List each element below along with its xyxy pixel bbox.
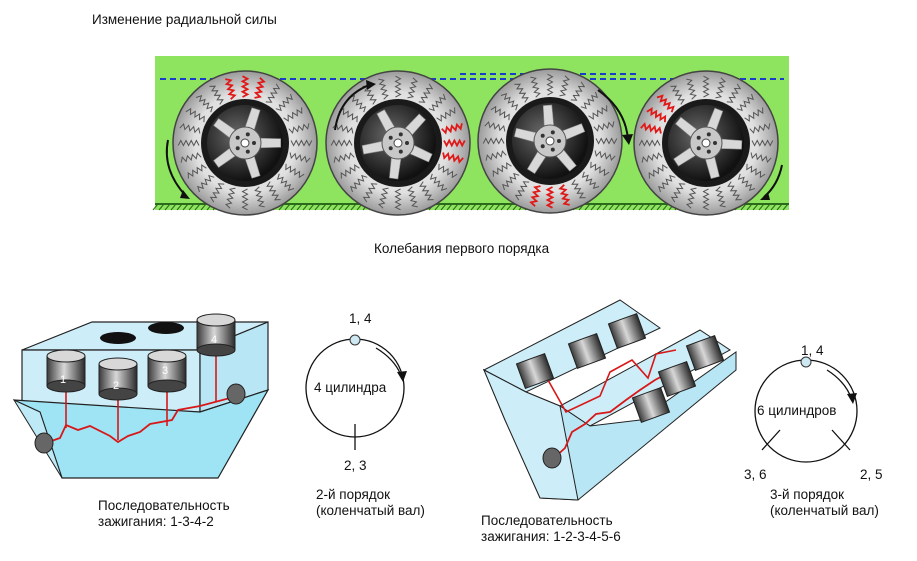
rotation-arrow-4-head <box>760 192 770 200</box>
engine4-piston-2 <box>98 357 138 401</box>
engine-4-cylinder: 1 2 3 4 <box>12 313 270 479</box>
diagram6-caption: 3-й порядок (коленчатый вал) <box>770 487 879 518</box>
diagram4-caption: 2-й порядок (коленчатый вал) <box>316 487 425 518</box>
engine4-bore-2 <box>100 332 136 344</box>
engine4-crankshaft <box>39 395 246 446</box>
diagram4-bottom-label: 2, 3 <box>344 458 367 473</box>
rotation-arrow-2-head <box>366 80 376 90</box>
engine4-pulley-rear <box>226 383 246 405</box>
engine6-rods <box>547 349 677 414</box>
rotation-arrow-1 <box>165 139 187 197</box>
engine6-piston-3 <box>607 313 647 349</box>
engine6-piston-2 <box>567 333 607 369</box>
diagram6-right-label: 2, 5 <box>860 467 883 482</box>
engine4-cylinder-label-4: 4 <box>211 334 217 346</box>
diagram4-center-label: 4 цилиндра <box>314 380 387 395</box>
engine4-cylinder-label-1: 1 <box>60 374 66 386</box>
diagram4-top-label: 1, 4 <box>349 311 372 326</box>
engine6-crankshaft <box>551 371 671 461</box>
engine6-firing-order: Последовательность зажигания: 1-2-3-4-5-… <box>481 513 621 544</box>
page-title: Изменение радиальной силы <box>92 12 277 27</box>
tire-1 <box>172 70 318 216</box>
engine4-bore-3 <box>148 322 184 334</box>
engine4-piston-3 <box>147 349 187 393</box>
engine4-cylinder-label-2: 2 <box>113 380 119 392</box>
engine4-piston-1 <box>46 349 86 393</box>
engine4-cylinder-label-3: 3 <box>162 365 168 377</box>
engine6-piston-4 <box>631 387 671 423</box>
engine4-piston-4 <box>196 313 236 357</box>
engine6-piston-5 <box>657 361 697 397</box>
diagram-6-cylinder <box>754 356 858 463</box>
engine6-piston-1 <box>515 353 555 389</box>
rotation-arrow-1-head <box>180 190 190 199</box>
tire-3 <box>477 68 623 214</box>
diagram4-marker <box>349 334 361 346</box>
diagram6-center-label: 6 цилиндров <box>757 403 837 418</box>
subtitle: Колебания первого порядка <box>374 241 550 256</box>
diagram6-marker <box>800 356 812 368</box>
diagram6-direction-arrowhead <box>847 393 857 404</box>
engine-v6 <box>482 299 737 501</box>
engine4-pulley-front <box>34 432 54 454</box>
engine6-piston-6 <box>685 335 725 371</box>
diagram6-tick-left <box>761 429 781 451</box>
diagram6-top-label: 1, 4 <box>801 343 824 358</box>
tire-4 <box>633 70 779 216</box>
rotation-arrow-2 <box>334 83 373 131</box>
engine6-pulley <box>542 447 562 469</box>
diagram6-left-label: 3, 6 <box>744 467 767 482</box>
diagram6-tick-right <box>831 429 851 451</box>
rotation-arrow-3-head <box>622 134 633 145</box>
engine4-firing-order: Последовательность зажигания: 1-3-4-2 <box>98 498 230 529</box>
tire-2 <box>325 70 471 216</box>
diagram4-direction-arrowhead <box>397 371 407 382</box>
diagram-4-cylinder <box>305 334 407 450</box>
